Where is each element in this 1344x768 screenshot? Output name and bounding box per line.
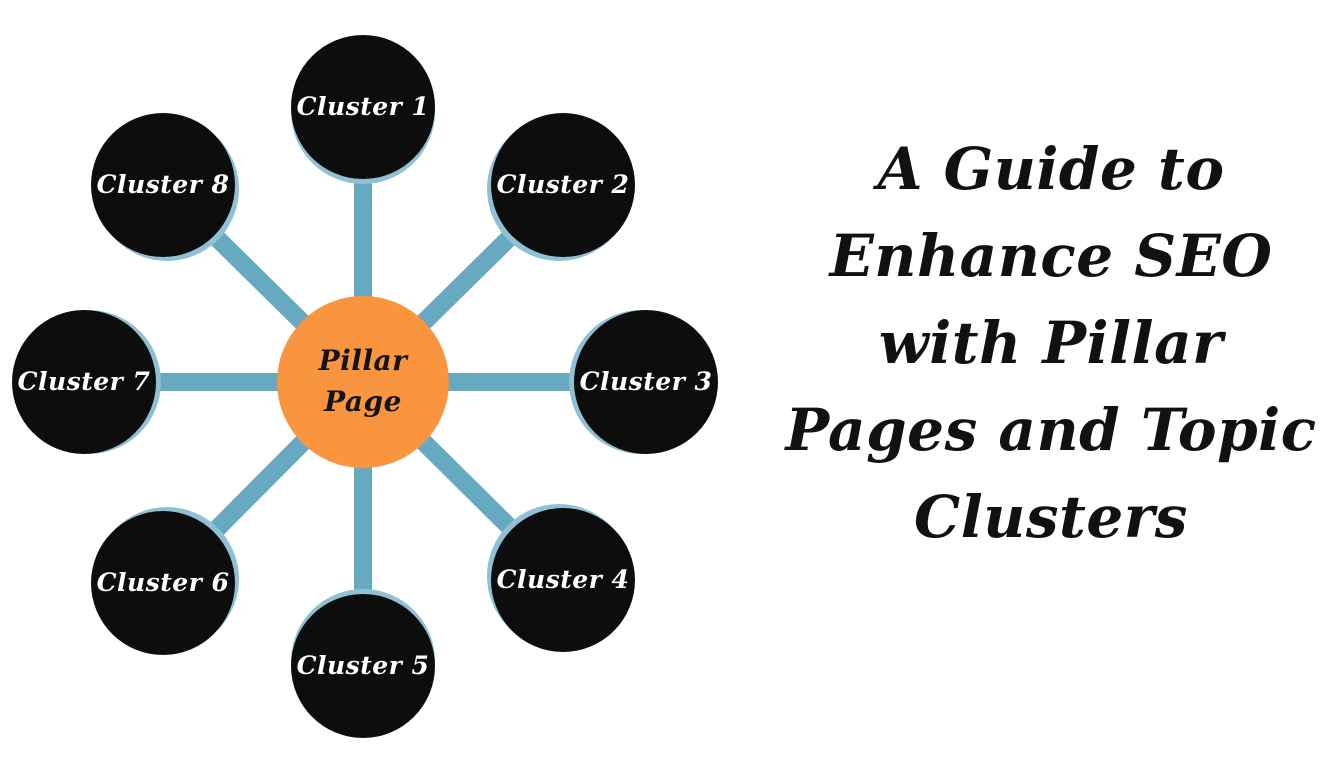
cluster-node-7-label: Cluster 7 [17,367,151,397]
cluster-node-8: Cluster 8 [91,113,235,257]
cluster-node-2-label: Cluster 2 [496,170,630,200]
cluster-node-1-label: Cluster 1 [296,92,430,122]
title-line-5: Clusters [914,483,1188,551]
cluster-node-6-label: Cluster 6 [96,568,230,598]
title-line-2: Enhance SEO [829,222,1273,290]
cluster-node-1: Cluster 1 [291,35,435,179]
cluster-node-4: Cluster 4 [491,508,635,652]
title-line-3: with Pillar [878,309,1224,377]
pillar-page-hub-node: Pillar Page [277,296,449,468]
cluster-node-8-label: Cluster 8 [96,170,230,200]
cluster-node-3-label: Cluster 3 [579,367,713,397]
cluster-node-6: Cluster 6 [91,511,235,655]
cluster-node-3: Cluster 3 [574,310,718,454]
cluster-node-2: Cluster 2 [491,113,635,257]
cluster-node-5: Cluster 5 [291,594,435,738]
cluster-node-4-label: Cluster 4 [496,565,630,595]
cluster-node-7: Cluster 7 [12,310,156,454]
hub-label-line-2: Page [324,385,402,418]
hub-label-line-1: Pillar [318,344,408,378]
page-title: A Guide to Enhance SEO with Pillar Pages… [758,126,1344,561]
title-line-4: Pages and Topic [785,396,1317,464]
title-line-1: A Guide to [877,135,1225,203]
cluster-node-5-label: Cluster 5 [296,651,430,681]
